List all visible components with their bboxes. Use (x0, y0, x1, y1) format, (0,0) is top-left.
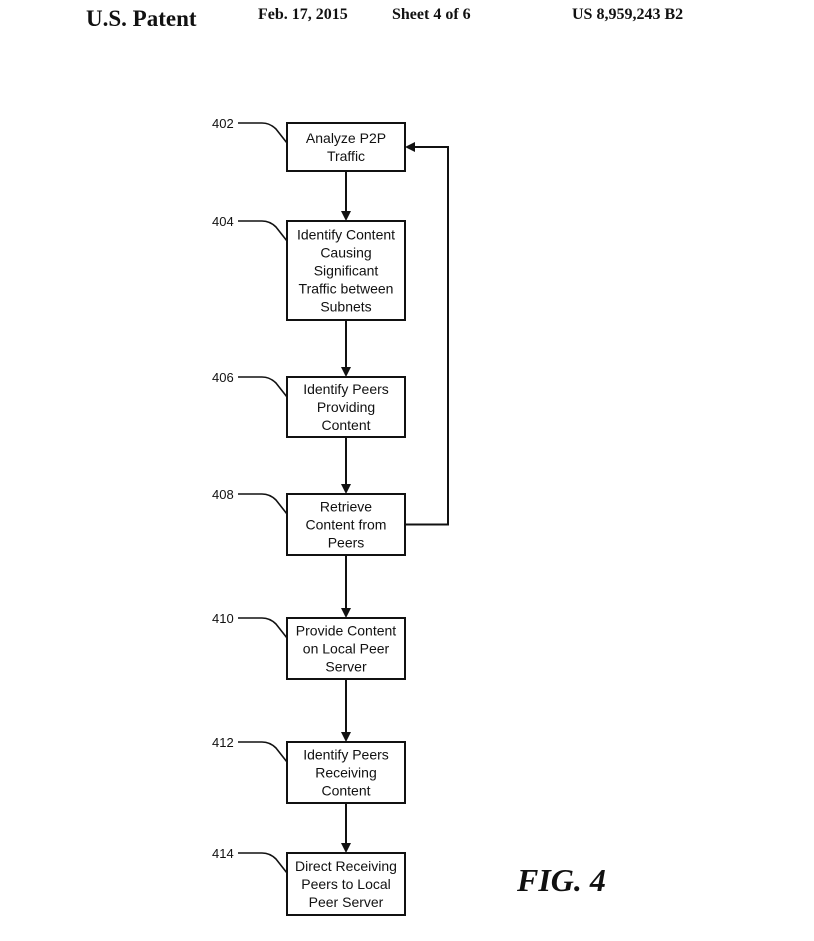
leader-line-404 (238, 220, 288, 242)
reference-numeral-404: 404 (212, 214, 234, 229)
leader-line-406 (238, 376, 288, 398)
process-box-402 (286, 122, 406, 172)
process-text-line: Receiving (315, 765, 376, 781)
process-text-line: Peers (328, 535, 365, 551)
arrowhead-408-to-410 (341, 608, 351, 618)
arrowhead-412-to-414 (341, 843, 351, 853)
patent-office-label: U.S. Patent (86, 6, 197, 31)
leader-line-410 (238, 617, 288, 639)
connector-408-to-402 (405, 146, 449, 526)
leader-line-402 (238, 122, 288, 144)
process-text-line: Causing (320, 245, 371, 261)
arrowhead-410-to-412 (341, 732, 351, 742)
process-text-line: Traffic (327, 148, 365, 164)
process-step-402: Analyze P2P Traffic 402 (212, 116, 406, 172)
sheet-number: Sheet 4 of 6 (392, 6, 471, 23)
process-text-line: Subnets (320, 299, 371, 315)
process-box-406 (286, 376, 406, 438)
arrowhead-408-to-402 (405, 142, 415, 152)
arrowhead-404-to-406 (341, 367, 351, 377)
process-text-line: Server (325, 659, 367, 675)
leader-line-414 (238, 852, 288, 874)
patent-number: US 8,959,243 B2 (572, 6, 684, 23)
process-text-line: Provide Content (296, 623, 397, 639)
figure-label: FIG. 4 (517, 862, 606, 898)
process-text-line: Analyze P2P (306, 130, 386, 146)
reference-numeral-410: 410 (212, 611, 234, 626)
process-text-line: Identify Peers (303, 747, 389, 763)
process-text-line: Identify Peers (303, 381, 389, 397)
process-text-line: on Local Peer (303, 641, 390, 657)
process-text-line: Providing (317, 399, 375, 415)
process-text-line: Peer Server (309, 894, 384, 910)
process-step-404: Identify ContentCausingSignificantTraffi… (212, 214, 406, 321)
process-text-line: Content from (306, 517, 387, 533)
arrowhead-406-to-408 (341, 484, 351, 494)
reference-numeral-402: 402 (212, 116, 234, 131)
process-text-line: Content (321, 783, 370, 799)
page-header: U.S. Patent Feb. 17, 2015 Sheet 4 of 6 U… (0, 6, 814, 36)
arrowhead-402-to-404 (341, 211, 351, 221)
process-text-line: Direct Receiving (295, 858, 397, 874)
process-text-line: Retrieve (320, 499, 372, 515)
patent-date: Feb. 17, 2015 (258, 6, 348, 23)
process-text-line: Identify Content (297, 227, 395, 243)
leader-line-412 (238, 741, 288, 763)
reference-numeral-406: 406 (212, 370, 234, 385)
process-text-line: Peers to Local (301, 876, 391, 892)
leader-line-408 (238, 493, 288, 515)
reference-numeral-414: 414 (212, 846, 234, 861)
reference-numeral-408: 408 (212, 487, 234, 502)
reference-numeral-412: 412 (212, 735, 234, 750)
process-text-line: Content (321, 417, 370, 433)
process-text-line: Significant (314, 263, 379, 279)
process-text-line: Traffic between (299, 281, 394, 297)
process-box-410 (286, 617, 406, 680)
